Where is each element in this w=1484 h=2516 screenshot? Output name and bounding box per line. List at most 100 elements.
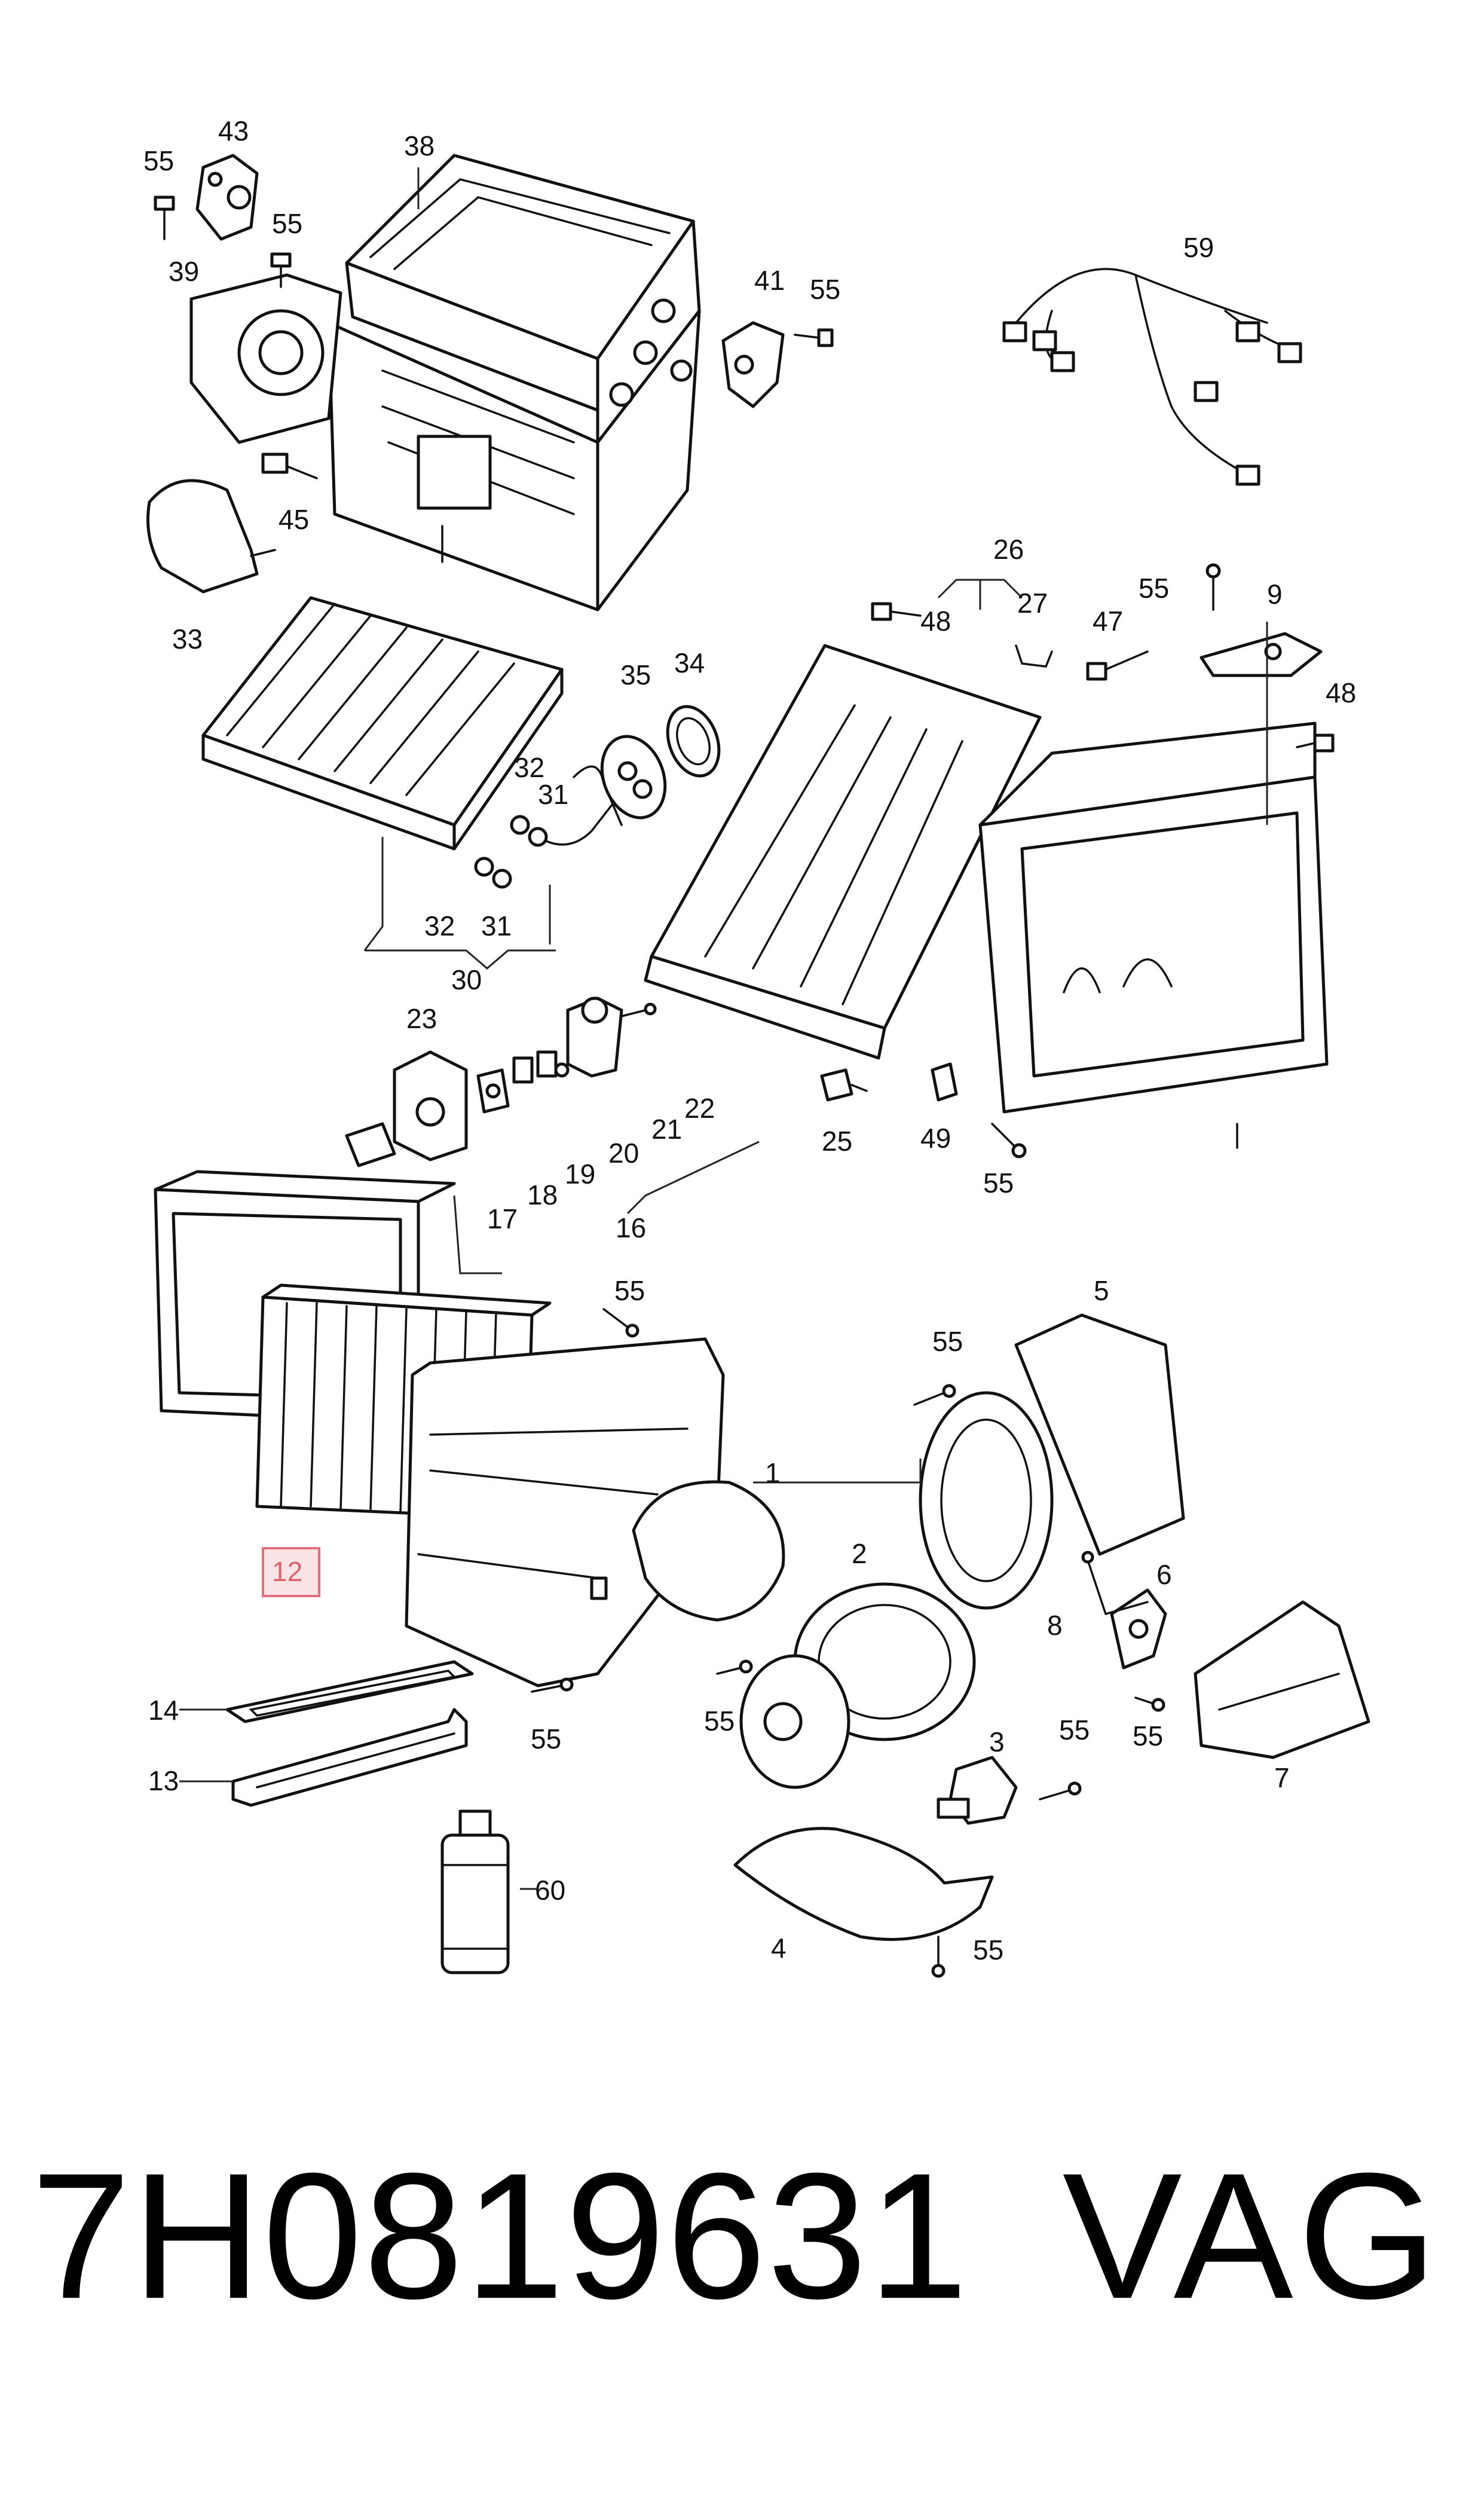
callout-17: 17 [487, 1203, 518, 1234]
callout-41: 41 [754, 265, 785, 296]
callout-55: 55 [272, 208, 302, 239]
callout-14: 14 [148, 1695, 179, 1726]
callout-55: 55 [704, 1705, 735, 1737]
clip-27 [1015, 644, 1053, 668]
servo-motor-39 [189, 273, 342, 444]
callout-8: 8 [1047, 1610, 1063, 1641]
callout-23: 23 [406, 1003, 437, 1034]
callout-31: 31 [481, 910, 512, 941]
sensor-25 [820, 1068, 868, 1102]
housing-38 [327, 154, 701, 612]
callout-55: 55 [1139, 573, 1169, 604]
air-intake-5 [919, 1313, 1185, 1610]
screw-55-k [1039, 1781, 1082, 1800]
callout-55: 55 [614, 1275, 645, 1306]
screw-55-b [270, 252, 292, 288]
callout-25: 25 [822, 1126, 852, 1157]
bracket-7 [1194, 1600, 1370, 1759]
seal-13 [231, 1708, 468, 1807]
bolt-48-a [871, 602, 922, 621]
callout-55: 55 [932, 1326, 963, 1357]
screw-55-e [991, 1123, 1027, 1158]
callout-labels: 55 43 38 55 39 45 33 41 55 59 35 34 32 3… [143, 115, 1356, 1965]
callout-43: 43 [218, 115, 249, 146]
screw-55-a [154, 195, 175, 240]
callout-32: 32 [424, 910, 455, 941]
brand-name: VAG [1062, 2135, 1442, 2336]
callout-55: 55 [983, 1167, 1014, 1199]
lower-cover-4 [733, 1827, 994, 1941]
bolt-48-b [1296, 733, 1335, 753]
valve-21 [566, 996, 623, 1078]
callout-30: 30 [451, 964, 482, 995]
callout-55: 55 [1059, 1714, 1090, 1745]
callout-55: 55 [143, 145, 174, 176]
screw-55-h [531, 1677, 574, 1693]
canister-60 [440, 1809, 510, 1974]
bolt-47 [1086, 650, 1149, 681]
callout-60: 60 [535, 1875, 565, 1906]
callout-7: 7 [1274, 1762, 1290, 1793]
screw-55-f [602, 1308, 640, 1338]
callout-59: 59 [1183, 232, 1214, 263]
highlight-box [262, 1547, 320, 1597]
callout-38: 38 [404, 130, 435, 161]
wiring-harness-59 [1002, 268, 1302, 486]
screw-55-c [794, 328, 834, 347]
callout-35: 35 [620, 659, 651, 690]
exploded-parts-diagram: 55 43 38 55 39 45 33 41 55 59 35 34 32 3… [143, 115, 1370, 1978]
callout-6: 6 [1156, 1559, 1172, 1590]
callout-21: 21 [651, 1114, 682, 1145]
bracket-9 [1200, 632, 1323, 677]
resistor-3 [937, 1756, 1018, 1825]
callout-39: 39 [169, 256, 199, 287]
callout-12-highlight[interactable]: 12 [262, 1547, 320, 1597]
screw-55-g [913, 1384, 956, 1406]
callout-1: 1 [765, 1457, 781, 1488]
footer: 7H0819631 VAG [0, 2128, 1484, 2343]
screw-55-j [1134, 1696, 1165, 1712]
callout-32: 32 [514, 752, 544, 783]
callout-22: 22 [684, 1093, 715, 1124]
callout-48: 48 [920, 606, 951, 637]
callout-31: 31 [538, 779, 568, 810]
clip-8 [1081, 1551, 1149, 1615]
callout-20: 20 [608, 1138, 639, 1169]
callout-27: 27 [1017, 588, 1048, 619]
callout-55: 55 [810, 274, 840, 305]
leader-lines [179, 167, 1268, 1890]
sensor-45 [261, 453, 318, 479]
callout-4: 4 [771, 1933, 787, 1964]
housing-26 [644, 644, 1329, 1149]
cover-33 [146, 479, 276, 594]
callout-13: 13 [148, 1765, 179, 1796]
callout-16: 16 [616, 1212, 646, 1243]
callout-49: 49 [920, 1123, 951, 1154]
callout-18: 18 [527, 1179, 558, 1210]
actuator-41 [721, 321, 785, 408]
seal-14 [225, 1660, 474, 1723]
gasket-35 [600, 735, 667, 820]
callout-5: 5 [1094, 1275, 1109, 1306]
callout-55: 55 [531, 1723, 561, 1754]
actuator-43 [195, 154, 259, 241]
callout-45: 45 [279, 504, 309, 535]
screw-55-i [716, 1659, 753, 1675]
gasket-34 [666, 705, 721, 778]
callout-48: 48 [1326, 677, 1356, 708]
clip-49 [931, 1062, 958, 1102]
callout-2: 2 [852, 1538, 867, 1569]
blower-motor-2 [739, 1582, 976, 1789]
screw-55-l [931, 1936, 946, 1978]
seal-rings [474, 815, 548, 889]
heater-core-30 [201, 596, 635, 851]
callout-26: 26 [993, 534, 1024, 565]
screw-22 [620, 1002, 657, 1017]
callout-33: 33 [172, 623, 203, 655]
sensor-6 [1110, 1588, 1167, 1670]
seals-18-19-20 [512, 1050, 570, 1084]
callout-19: 19 [565, 1158, 595, 1190]
callout-12: 12 [272, 1556, 302, 1587]
callout-47: 47 [1093, 606, 1123, 637]
valve-23 [345, 1050, 468, 1167]
